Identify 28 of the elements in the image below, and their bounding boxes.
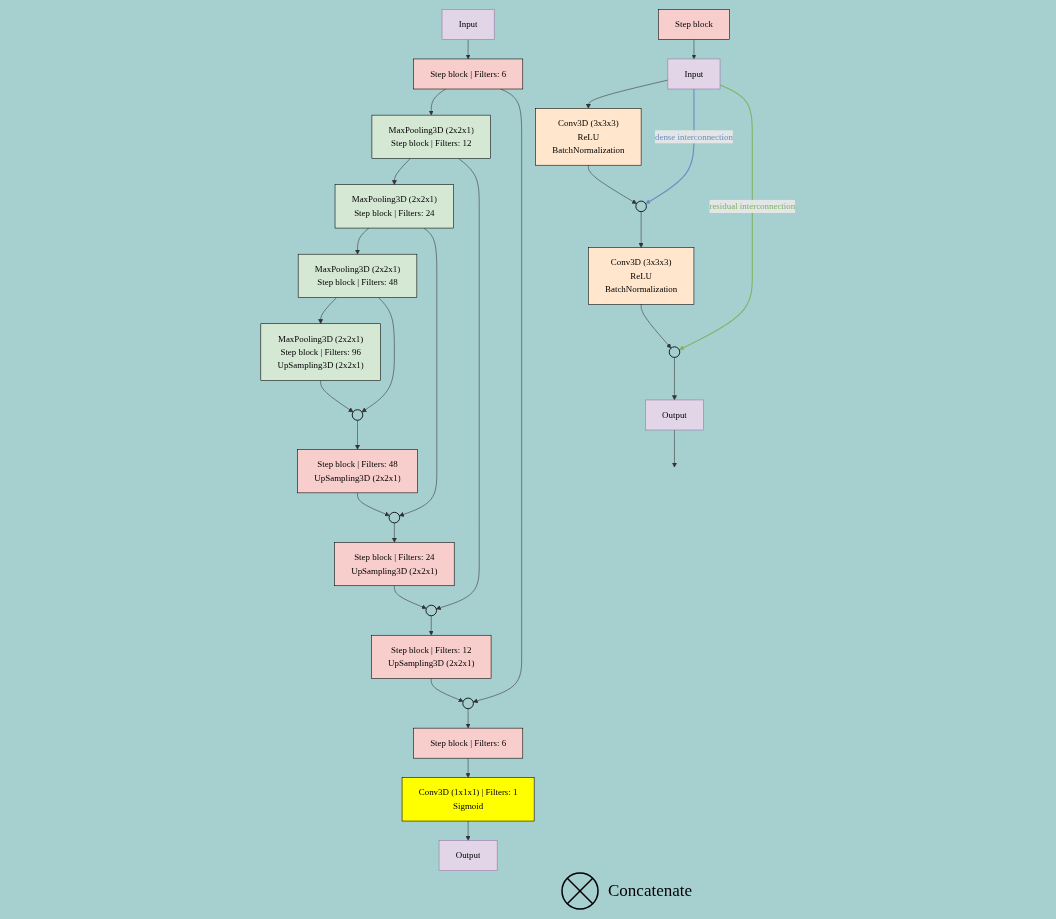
- node-box: Conv3D (1x1x1) | Filters: 1 Sigmoid: [401, 777, 535, 822]
- node-box: Step block: [658, 9, 730, 40]
- node-circle: [425, 604, 437, 617]
- node-circle: [635, 200, 647, 213]
- node-box: MaxPooling3D (2x2x1) Step block | Filters: 24: [334, 184, 454, 229]
- node-circle: [462, 697, 474, 710]
- node-circle: [388, 511, 401, 524]
- node-circle: [668, 346, 681, 358]
- node-box: Step block | Filters: 6: [413, 727, 524, 759]
- node-box: Step block | Filters: 6: [413, 58, 524, 90]
- node-box: Step block | Filters: 48 UpSampling3D (2x2x1): [297, 449, 418, 494]
- node-box: MaxPooling3D (2x2x1) Step block | Filters: 48: [297, 253, 418, 298]
- edge-label: residual interconnection: [709, 201, 796, 211]
- arrow: [679, 84, 753, 351]
- node-box: MaxPooling3D (2x2x1) Step block | Filters: 96 UpSampling3D (2x2x1): [260, 323, 381, 381]
- arrow: [645, 88, 695, 204]
- node-box: Output: [438, 840, 498, 871]
- legend-text: Concatenate: [608, 881, 692, 901]
- node-circle: [351, 409, 364, 421]
- node-box: Input: [667, 58, 721, 90]
- node-box: Step block | Filters: 24 UpSampling3D (2x2x1): [334, 542, 455, 586]
- node-box: Output: [645, 399, 704, 431]
- node-box: Conv3D (3x3x3) ReLU BatchNormalization: [535, 108, 642, 166]
- node-box: MaxPooling3D (2x2x1) Step block | Filters: 12: [371, 114, 491, 159]
- edge-label: dense interconnection: [655, 131, 733, 142]
- node-box: Conv3D (3x3x3) ReLU BatchNormalization: [588, 247, 695, 305]
- node-box: Step block | Filters: 12 UpSampling3D (2x2x1): [371, 634, 492, 679]
- node-box: Input: [441, 9, 495, 40]
